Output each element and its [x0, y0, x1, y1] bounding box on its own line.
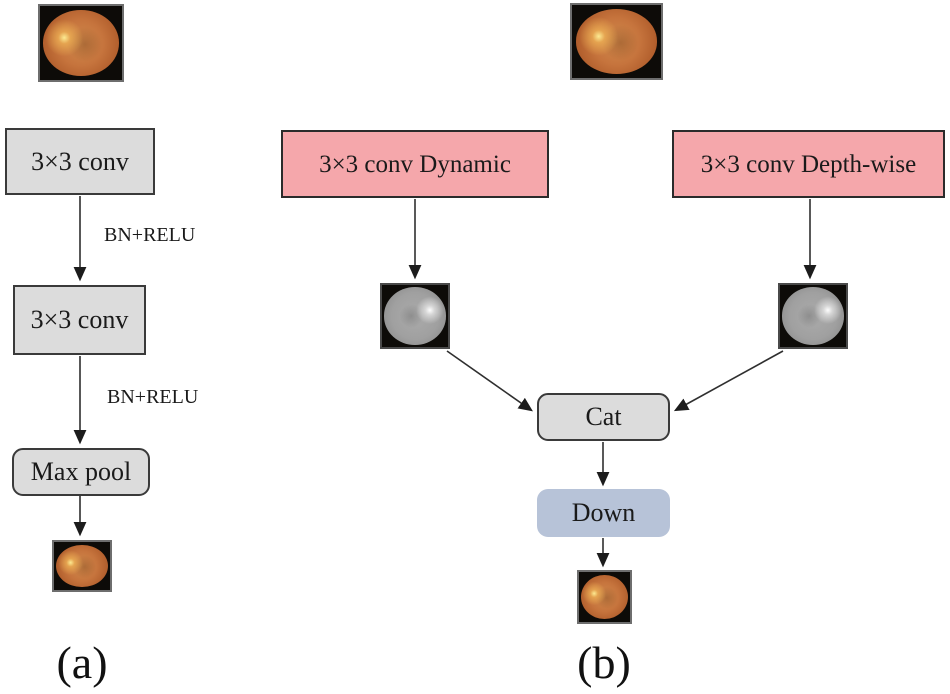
panel-a-output-fundus-image	[52, 540, 112, 592]
fundus-eye-graphic	[383, 287, 446, 345]
arrow-left-featuremap-to-cat	[446, 350, 533, 412]
panel-b-input-fundus-image	[570, 3, 663, 80]
depthwise-conv-label: 3×3 conv Depth-wise	[700, 150, 917, 178]
conv2-label: 3×3 conv	[30, 305, 129, 334]
conv2-box: 3×3 conv	[13, 285, 146, 355]
conv1-label: 3×3 conv	[31, 146, 129, 176]
maxpool-label: Max pool	[30, 457, 132, 486]
arrow-right-featuremap-to-cat	[673, 350, 784, 412]
depthwise-conv-box: 3×3 conv Depth-wise	[672, 130, 945, 198]
down-box: Down	[537, 489, 670, 537]
cat-box: Cat	[537, 393, 670, 441]
bn-relu-label-1: BN+RELU	[104, 224, 196, 246]
fundus-eye-graphic	[43, 10, 119, 76]
left-grayscale-feature-map-image	[380, 283, 450, 349]
fundus-eye-graphic	[56, 544, 108, 588]
fundus-eye-graphic	[781, 287, 844, 345]
panel-b-output-fundus-image	[577, 570, 632, 624]
cat-label: Cat	[585, 402, 622, 431]
fundus-eye-graphic	[575, 9, 658, 74]
dynamic-conv-label: 3×3 conv Dynamic	[319, 150, 511, 178]
bn-relu-label-2: BN+RELU	[107, 386, 199, 408]
down-label: Down	[571, 498, 636, 527]
fundus-eye-graphic	[581, 575, 628, 619]
dynamic-conv-box: 3×3 conv Dynamic	[281, 130, 549, 198]
maxpool-box: Max pool	[12, 448, 150, 496]
panel-a-letter: (a)	[56, 637, 108, 688]
conv1-box: 3×3 conv	[5, 128, 155, 195]
panel-b-letter: (b)	[577, 637, 631, 688]
panel-a-input-fundus-image	[38, 4, 124, 82]
right-grayscale-feature-map-image	[778, 283, 848, 349]
